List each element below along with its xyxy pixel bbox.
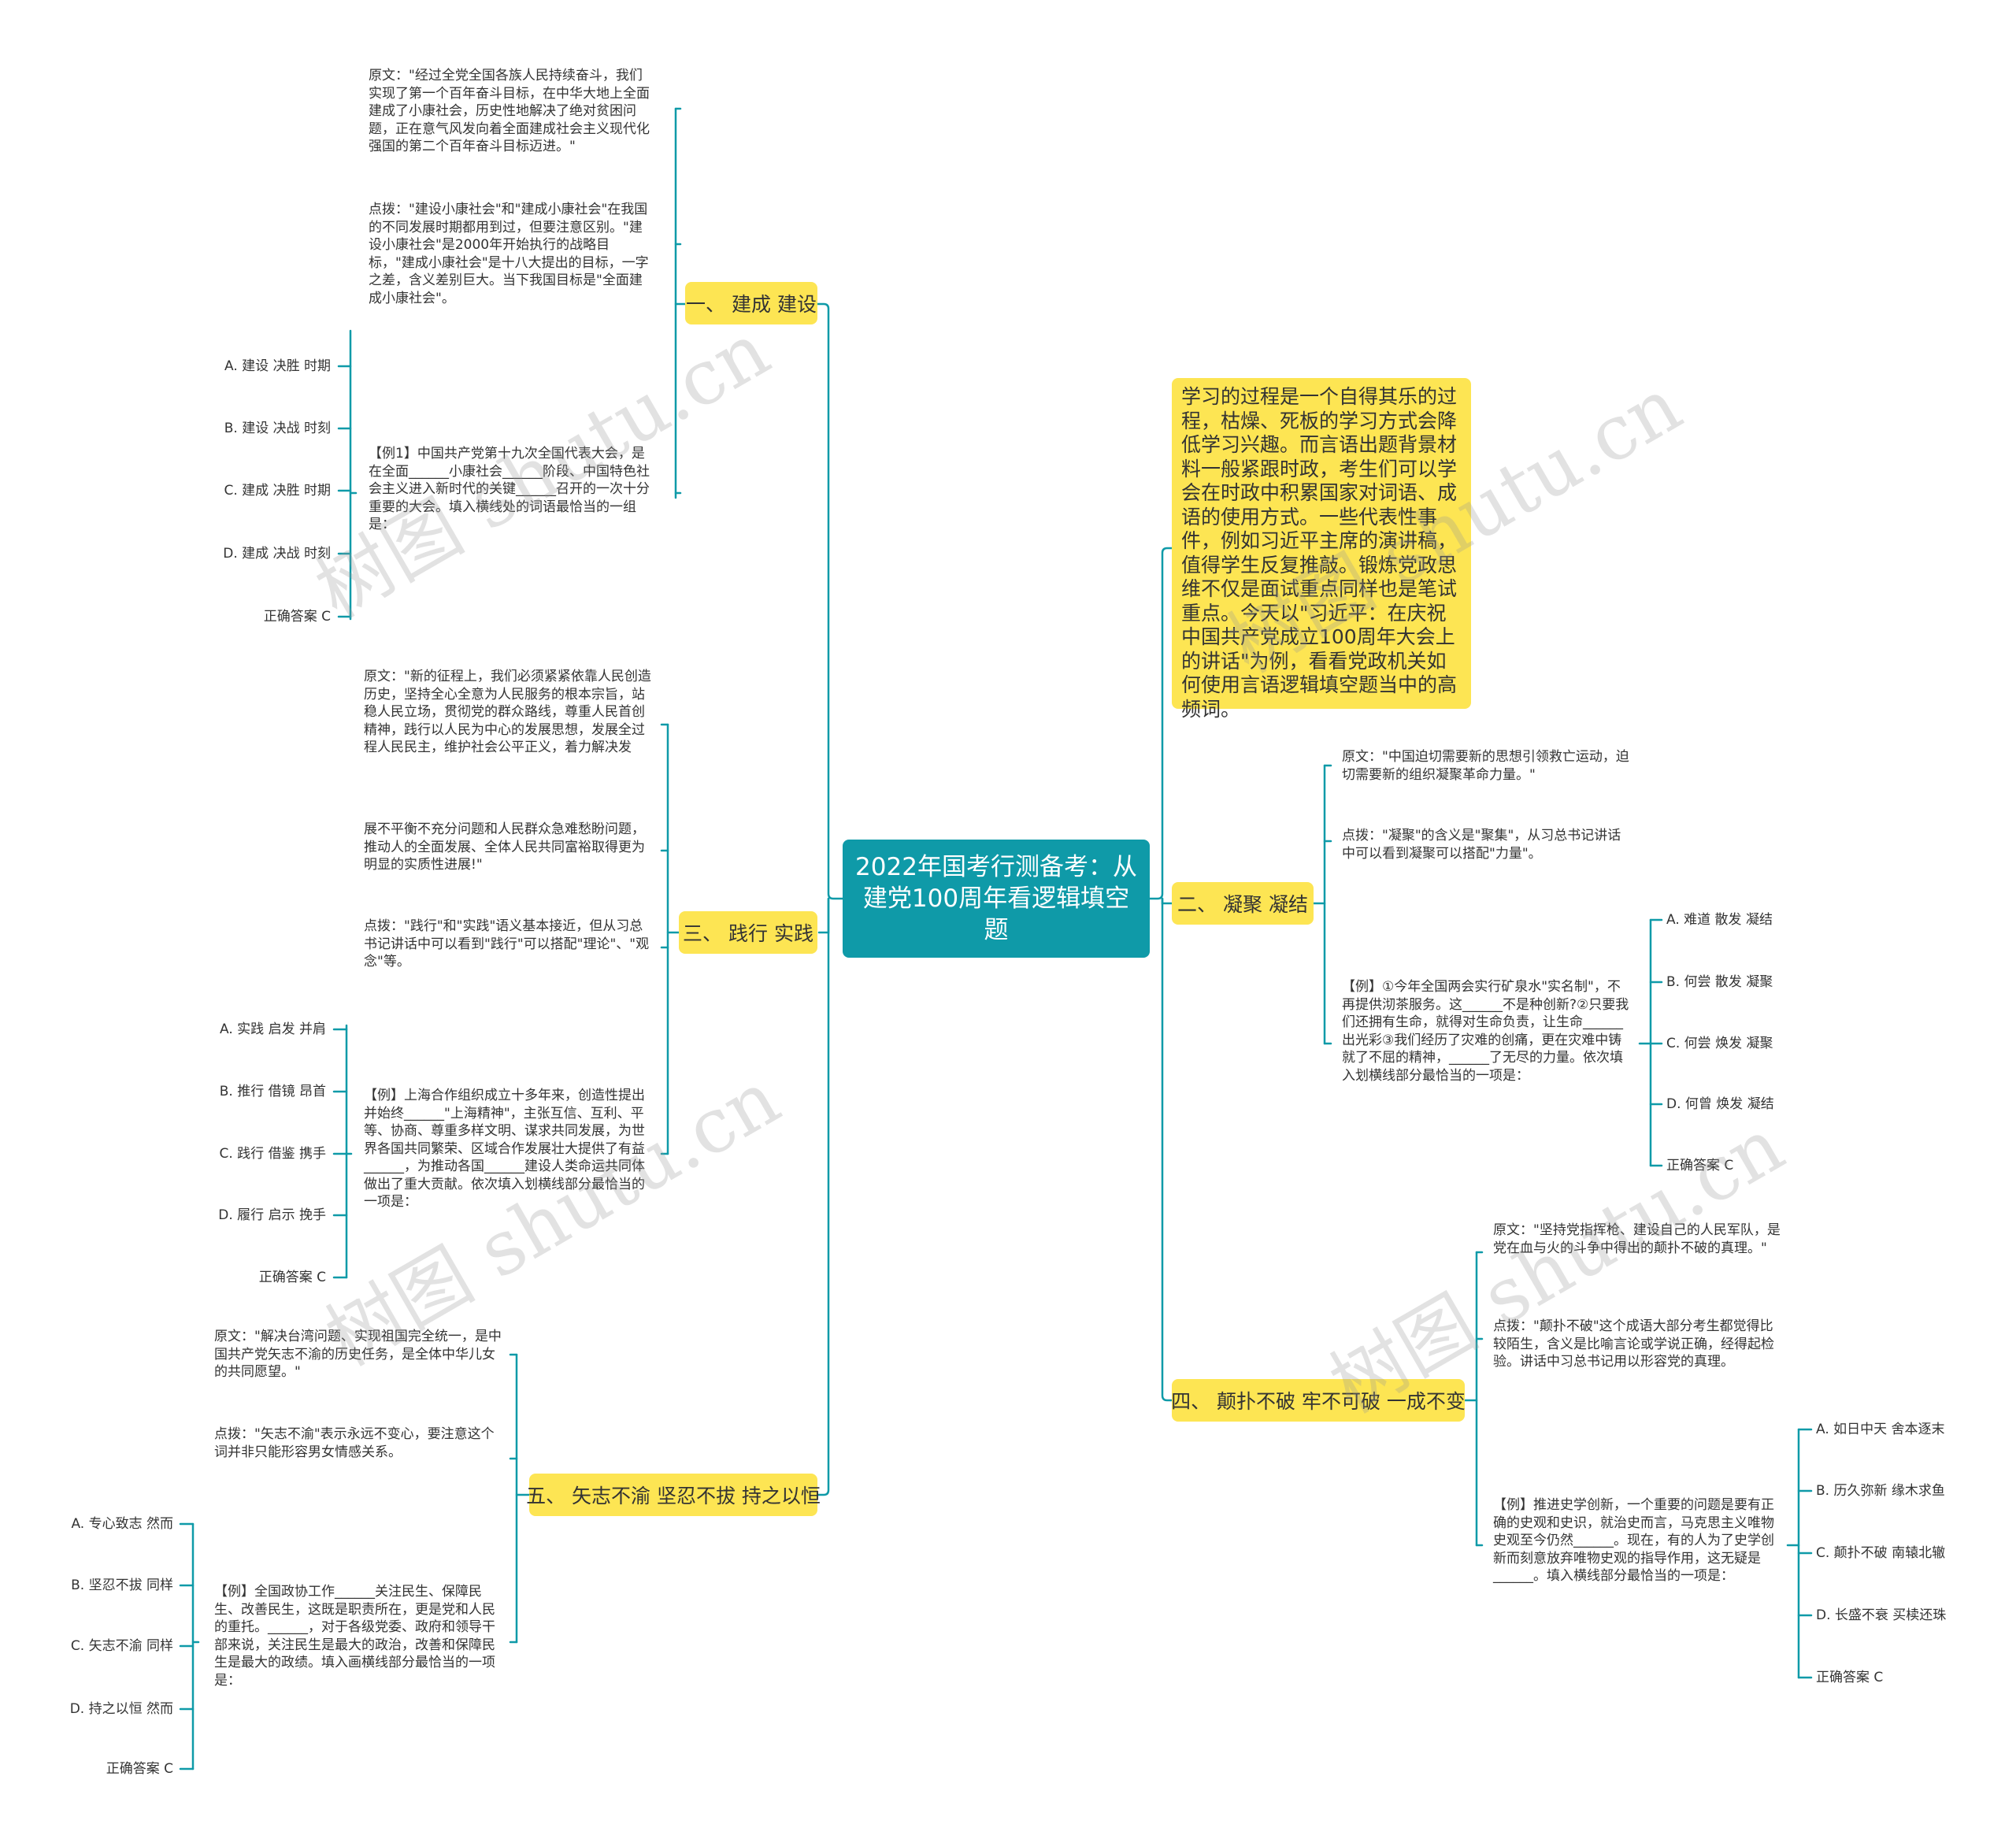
b1-option-a[interactable]: A. 建设 决胜 时期	[224, 358, 331, 374]
b5-original-text[interactable]: 原文："解决台湾问题、实现祖国完全统一，是中国共产党矢志不渝的历史任务，是全体中…	[214, 1329, 502, 1380]
b5-option-a[interactable]: A. 专心致志 然而	[71, 1516, 173, 1532]
b4-option-b[interactable]: B. 历久弥新 缘木求鱼	[1816, 1483, 1945, 1499]
b1-example[interactable]: 【例1】中国共产党第十九次全国代表大会，是在全面______小康社会______…	[369, 446, 650, 532]
b2-option-a[interactable]: A. 难道 散发 凝结	[1666, 912, 1773, 928]
b1-answer[interactable]: 正确答案 C	[263, 609, 331, 625]
b3-original-text[interactable]: 原文："新的征程上，我们必须紧紧依靠人民创造历史，坚持全心全意为人民服务的根本宗…	[364, 669, 651, 755]
b4-example[interactable]: 【例】推进史学创新，一个重要的问题是要有正确的史观和史识，就治史而言，马克思主义…	[1493, 1497, 1774, 1584]
b5-option-b[interactable]: B. 坚忍不拔 同样	[71, 1578, 173, 1593]
b5-option-d[interactable]: D. 持之以恒 然而	[69, 1701, 173, 1717]
topic-5-shizhibuyu[interactable]: 五、 矢志不渝 坚忍不拔 持之以恒	[526, 1474, 821, 1516]
topic-4-dianpubupo[interactable]: 四、 颠扑不破 牢不可破 一成不变	[1171, 1379, 1466, 1422]
b4-original-text[interactable]: 原文："坚持党指挥枪、建设自己的人民军队，是党在血与火的斗争中得出的颠扑不破的真…	[1493, 1222, 1781, 1256]
b4-tip[interactable]: 点拨："颠扑不破"这个成语大部分考生都觉得比较陌生，含义是比喻言论或学说正确，经…	[1493, 1318, 1774, 1370]
b3-answer[interactable]: 正确答案 C	[258, 1270, 326, 1285]
b1-option-c[interactable]: C. 建成 决胜 时期	[224, 483, 332, 499]
b5-tip[interactable]: 点拨："矢志不渝"表示永远不变心，要注意这个词并非只能形容男女情感关系。	[214, 1426, 495, 1460]
b5-answer[interactable]: 正确答案 C	[106, 1761, 173, 1777]
b3-option-d[interactable]: D. 履行 启示 挽手	[218, 1207, 326, 1223]
topic-3-jianxing-shijian[interactable]: 三、 践行 实践	[679, 911, 817, 954]
intro-note[interactable]: 学习的过程是一个自得其乐的过程，枯燥、死板的学习方式会降低学习兴趣。而言语出题背…	[1172, 378, 1471, 721]
b3-example[interactable]: 【例】上海合作组织成立十多年来，创造性提出并始终______"上海精神"，主张互…	[364, 1088, 645, 1210]
b3-option-b[interactable]: B. 推行 借镜 昂首	[219, 1084, 326, 1099]
b2-option-c[interactable]: C. 何尝 焕发 凝聚	[1666, 1036, 1773, 1051]
b2-example[interactable]: 【例】①今年全国两会实行矿泉水"实名制"，不再提供沏茶服务。这______不是种…	[1342, 979, 1629, 1084]
b1-original-text[interactable]: 原文："经过全党全国各族人民持续奋斗，我们实现了第一个百年奋斗目标，在中华大地上…	[369, 68, 650, 154]
b3-tip[interactable]: 点拨："践行"和"实践"语义基本接近，但从习总书记讲话中可以看到"践行"可以搭配…	[364, 918, 650, 970]
b2-original-text[interactable]: 原文："中国迫切需要新的思想引领救亡运动，迫切需要新的组织凝聚革命力量。"	[1342, 749, 1629, 783]
b4-option-a[interactable]: A. 如日中天 舍本逐末	[1816, 1422, 1945, 1437]
b2-option-d[interactable]: D. 何曾 焕发 凝结	[1666, 1096, 1774, 1112]
b2-tip[interactable]: 点拨："凝聚"的含义是"聚集"，从习总书记讲话中可以看到凝聚可以搭配"力量"。	[1342, 828, 1621, 862]
b3-option-c[interactable]: C. 践行 借鉴 携手	[219, 1146, 327, 1162]
b3-option-a[interactable]: A. 实践 启发 并肩	[220, 1021, 326, 1037]
b3-original-text-cont[interactable]: 展不平衡不充分问题和人民群众急难愁盼问题，推动人的全面发展、全体人民共同富裕取得…	[364, 821, 645, 873]
topic-2-ningju-ningjie[interactable]: 二、 凝聚 凝结	[1172, 882, 1314, 925]
central-topic[interactable]: 2022年国考行测备考：从建党100周年看逻辑填空题	[843, 840, 1150, 958]
b2-answer[interactable]: 正确答案 C	[1666, 1158, 1734, 1173]
b4-option-c[interactable]: C. 颠扑不破 南辕北辙	[1816, 1545, 1946, 1561]
b5-option-c[interactable]: C. 矢志不渝 同样	[70, 1638, 173, 1654]
b5-example[interactable]: 【例】全国政协工作______关注民生、保障民生、改善民生，这既是职责所在，更是…	[214, 1584, 495, 1689]
b2-option-b[interactable]: B. 何尝 散发 凝聚	[1666, 974, 1773, 990]
b1-option-b[interactable]: B. 建设 决战 时刻	[224, 421, 331, 436]
topic-1-jiancheng-jianshe[interactable]: 一、 建成 建设	[685, 282, 817, 324]
b4-answer[interactable]: 正确答案 C	[1816, 1670, 1884, 1685]
b4-option-d[interactable]: D. 长盛不衰 买椟还珠	[1816, 1607, 1947, 1623]
b1-option-d[interactable]: D. 建成 决战 时刻	[223, 546, 331, 562]
b1-tip[interactable]: 点拨："建设小康社会"和"建成小康社会"在我国的不同发展时期都用到过，但要注意区…	[369, 202, 649, 306]
